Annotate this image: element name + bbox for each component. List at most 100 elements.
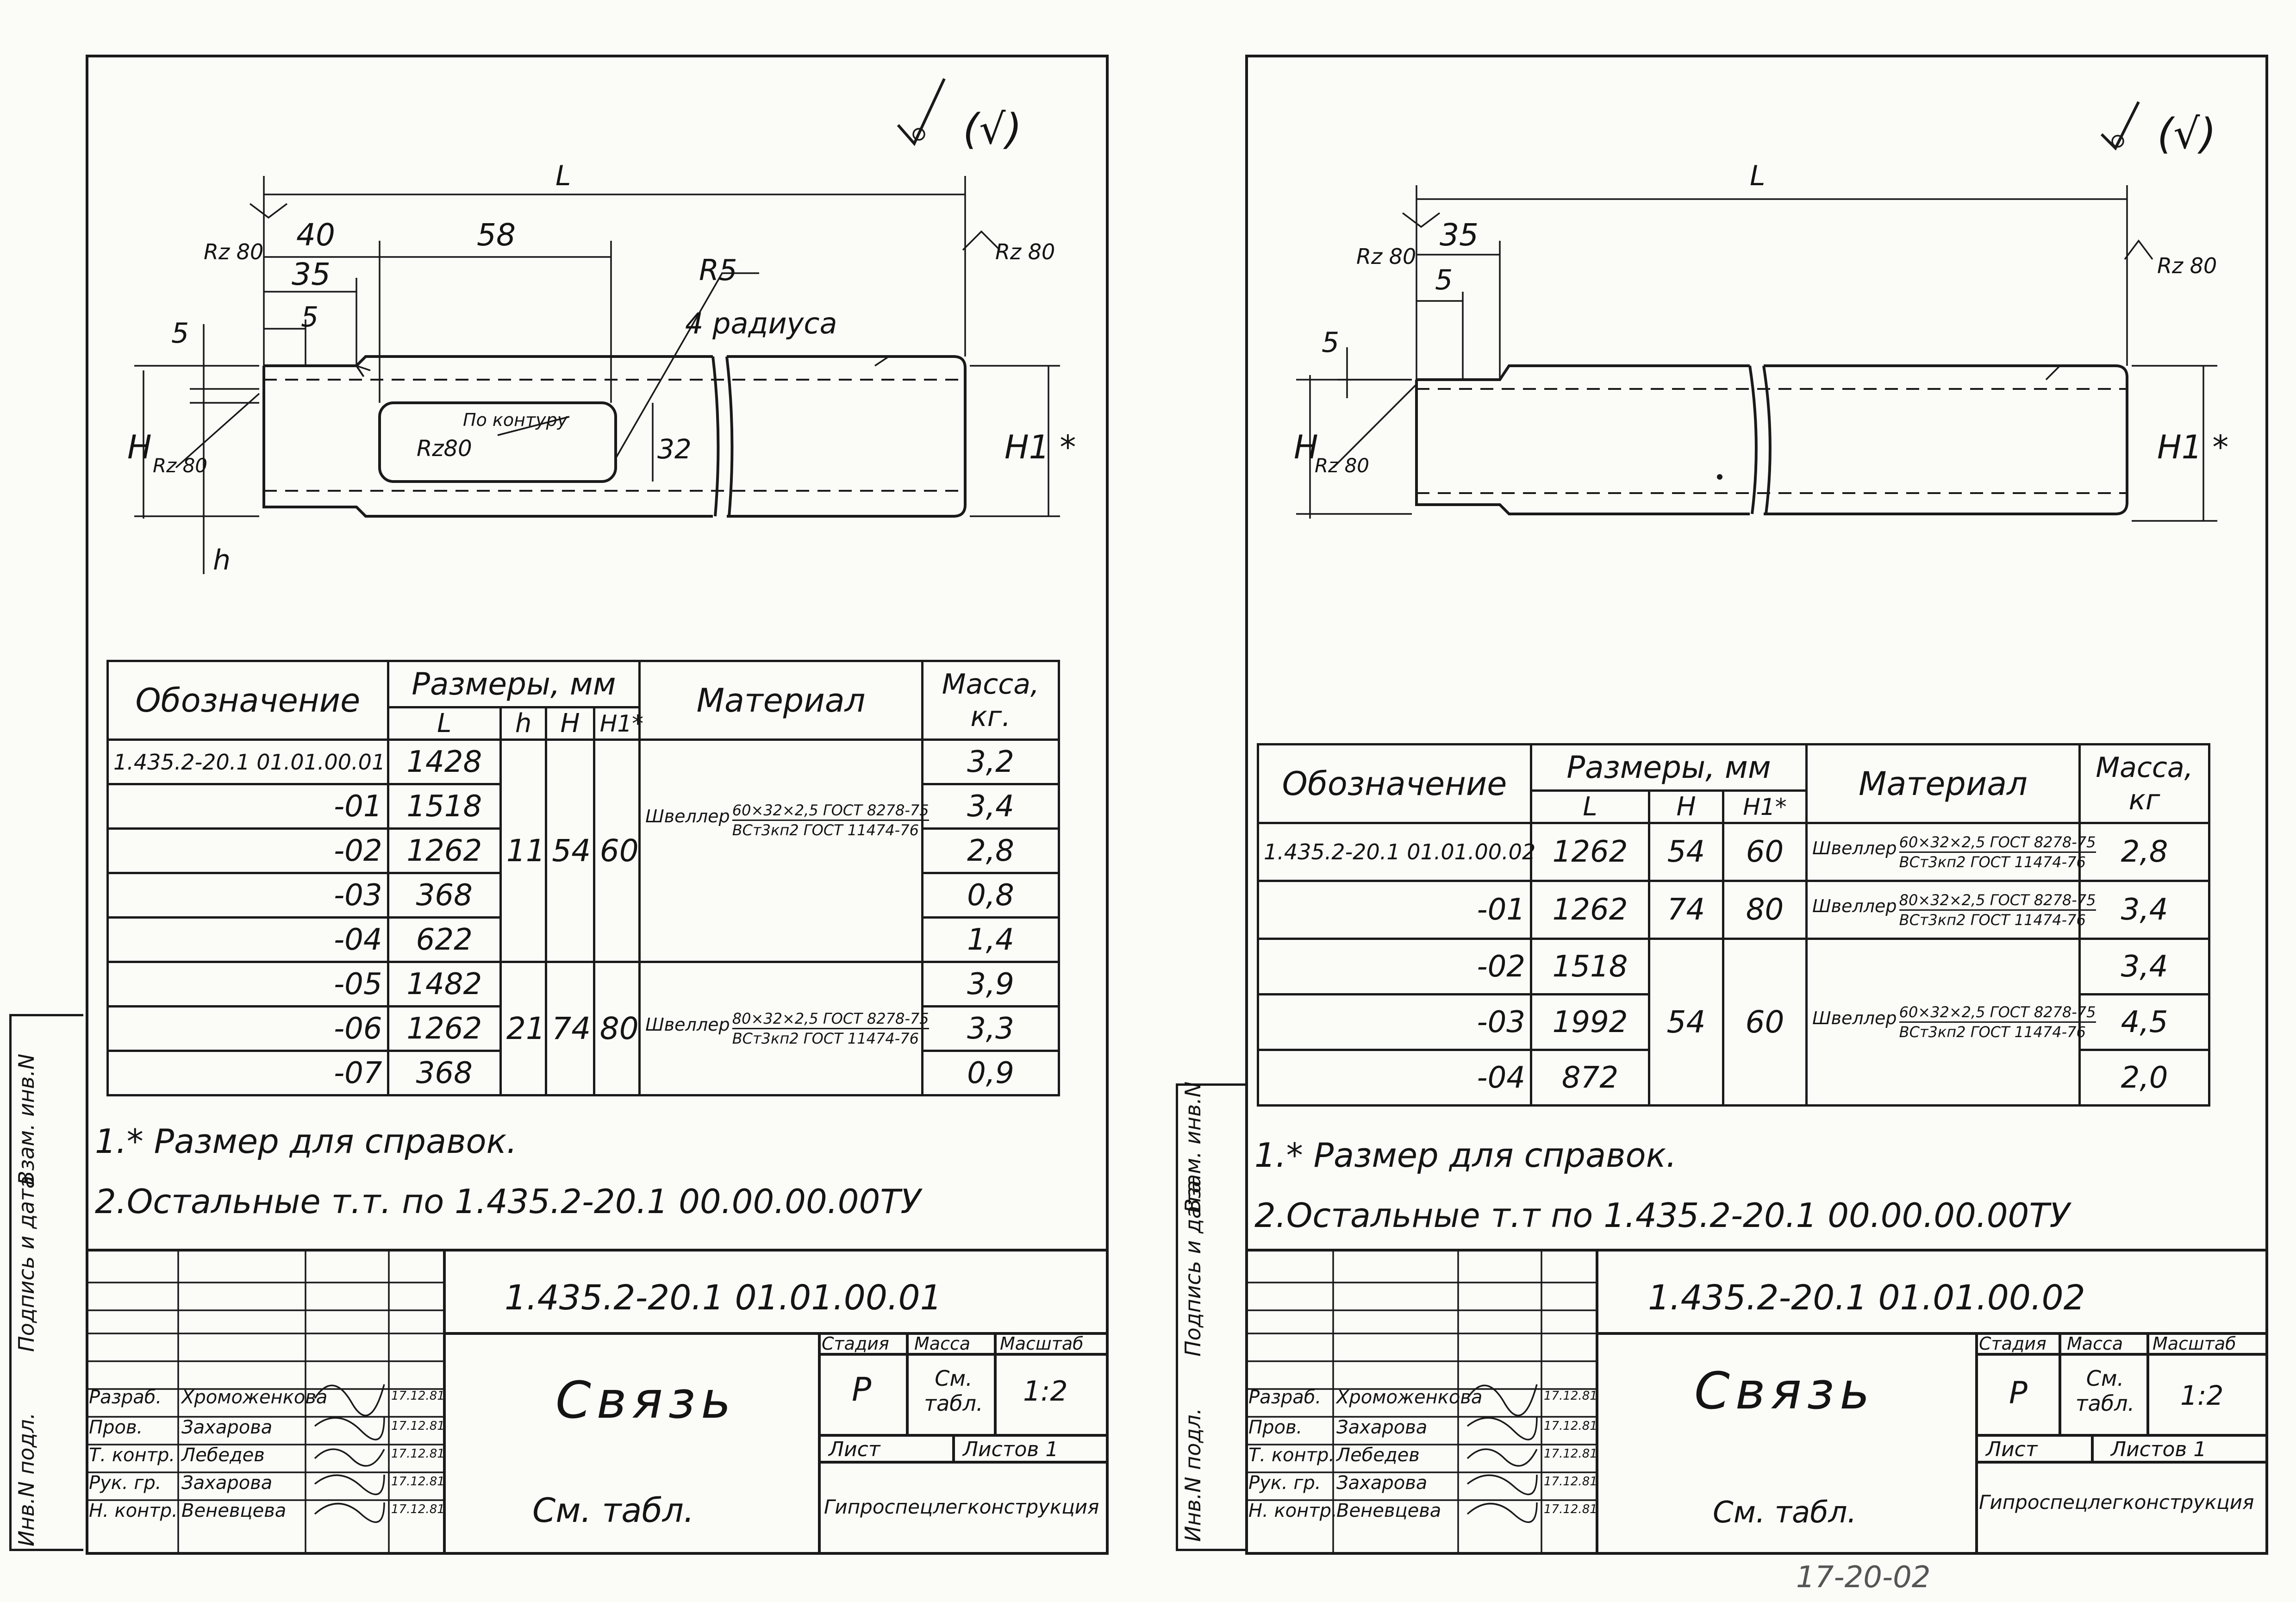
dim-5-horizontal: 5	[301, 301, 318, 333]
dim-H: H	[1294, 428, 1318, 466]
sheet-frame	[1245, 55, 2268, 1555]
side-strip	[9, 1014, 83, 1551]
row-mass: 3,3	[921, 1005, 1061, 1052]
group-material: Швеллер 80×32×2,5 ГОСТ 8278-75 ВСт3кп2 Г…	[638, 961, 929, 1096]
material-spec: 80×32×2,5 ГОСТ 8278-75 ВСт3кп2 ГОСТ 1147…	[1899, 891, 2096, 929]
dim-L: L	[555, 160, 571, 192]
dim-35: 35	[1440, 217, 1479, 253]
col-designation: Обозначение	[1257, 743, 1532, 824]
material-steel: ВСт3кп2 ГОСТ 11474-76	[1899, 853, 2086, 871]
col-h: h	[499, 706, 548, 741]
group-material: Швеллер 60×32×2,5 ГОСТ 8278-75 ВСт3кп2 Г…	[1805, 938, 2096, 1107]
row-L: 1262	[387, 1005, 502, 1052]
material-profile: 60×32×2,5 ГОСТ 8278-75	[1899, 1003, 2096, 1023]
row-L: 1262	[1530, 822, 1650, 882]
group-H1: 60	[593, 738, 641, 963]
person-name: Веневцева	[1336, 1500, 1441, 1521]
table-row: -04 872 2,0	[1257, 1049, 2211, 1107]
part-drawing: (√) L 40 58 35 5 5 H h H1 *	[127, 78, 1076, 576]
radii-note: 4 радиуса	[685, 307, 837, 340]
group-H: 54	[1648, 938, 1724, 1107]
part-name: Связь	[555, 1370, 737, 1430]
person-date: 17.12.81	[1544, 1475, 1597, 1489]
stage-value: Р	[2009, 1375, 2028, 1411]
col-H1: H1*	[593, 706, 643, 741]
roughness-slot: Rz80	[417, 436, 472, 462]
material-steel: ВСт3кп2 ГОСТ 11474-76	[732, 1030, 919, 1047]
row-L: 1992	[1530, 993, 1650, 1051]
note-1: 1.* Размер для справок.	[95, 1122, 517, 1161]
notes: 1.* Размер для справок. 2.Остальные т.т …	[1254, 1130, 2070, 1241]
table-row: -03 368 0,8	[106, 872, 1061, 919]
roughness-top: Rz 80	[1356, 244, 1416, 269]
row-L: 1482	[387, 961, 502, 1008]
table-row: -03 1992 4,5	[1257, 993, 2211, 1051]
row-H: 54	[1648, 822, 1724, 882]
person-name: Лебедев	[181, 1445, 265, 1466]
dim-40: 40	[296, 217, 335, 253]
row-designation: -05	[106, 961, 389, 1008]
row-L: 368	[387, 872, 502, 919]
spec-table: Обозначение Размеры, мм Материал Масса, …	[1257, 743, 2211, 1107]
person-date: 17.12.81	[391, 1475, 445, 1489]
table-row: 1.435.2-20.1 01.01.00.02 1262 54 60 Швел…	[1257, 822, 2211, 882]
material-name: Швеллер	[645, 806, 730, 826]
scale-header: Масштаб	[1000, 1333, 1084, 1354]
table-row: -05 1482 21 74 80 Швеллер 80×32×2,5 ГОСТ…	[106, 961, 1061, 1096]
row-designation: -03	[106, 872, 389, 919]
person-date: 17.12.81	[391, 1502, 445, 1516]
person-role: Т. контр.	[89, 1445, 175, 1466]
person-date: 17.12.81	[1544, 1419, 1597, 1433]
footer-code: 17-20-02	[1796, 1560, 1931, 1595]
part-name: Связь	[1694, 1361, 1876, 1421]
scale-value: 1:2	[1023, 1375, 1068, 1408]
col-designation: Обозначение	[106, 660, 389, 741]
row-designation: -04	[1257, 1049, 1532, 1107]
row-material: Швеллер 80×32×2,5 ГОСТ 8278-75 ВСт3кп2 Г…	[1805, 880, 2096, 940]
table-row: -02 1518 54 60 Швеллер 60×32×2,5 ГОСТ 82…	[1257, 938, 2211, 1107]
table-row: -06 1262 3,3	[106, 1005, 1061, 1052]
person-role: Разраб.	[89, 1387, 162, 1408]
dim-5-vertical: 5	[1322, 326, 1339, 359]
dim-5-vertical: 5	[171, 317, 189, 350]
row-mass: 1,4	[921, 916, 1061, 963]
row-L: 1428	[387, 738, 502, 785]
organization: Гипроспецлегконструкция	[824, 1496, 1099, 1518]
table-row: -02 1262 2,8	[106, 827, 1061, 874]
person-name: Веневцева	[181, 1500, 287, 1521]
scale-value: 1:2	[2180, 1380, 2224, 1411]
col-H: H	[545, 706, 595, 741]
person-date: 17.12.81	[1544, 1502, 1597, 1516]
material-name: Швеллер	[1812, 895, 1897, 916]
row-designation: 1.435.2-20.1 01.01.00.01	[106, 738, 389, 785]
table-row: -07 368 0,9	[106, 1050, 1061, 1096]
material-name: Швеллер	[1812, 838, 1897, 858]
person-role: Н. контр.	[89, 1500, 178, 1521]
col-L: L	[387, 706, 502, 741]
table-row: -01 1518 3,4	[106, 783, 1061, 830]
note-1: 1.* Размер для справок.	[1254, 1136, 1677, 1175]
row-mass: 3,9	[921, 961, 1061, 1008]
stage-header: Стадия	[1979, 1333, 2046, 1354]
sheet-frame	[86, 55, 1109, 1555]
col-dimensions: Размеры, мм	[1529, 743, 1808, 792]
part-material: См. табл.	[532, 1491, 694, 1530]
material-spec: 60×32×2,5 ГОСТ 8278-75 ВСт3кп2 ГОСТ 1147…	[1899, 833, 2096, 871]
mass-value: См. табл.	[2075, 1366, 2135, 1416]
row-L: 872	[1530, 1049, 1650, 1107]
person-role: Рук. гр.	[89, 1472, 162, 1494]
material-name: Швеллер	[1812, 1008, 1897, 1028]
row-L: 1518	[1530, 938, 1650, 995]
roughness-left: Rz 80	[1315, 454, 1369, 477]
row-L: 368	[387, 1050, 502, 1096]
sheets-count: Листов 1	[963, 1438, 1059, 1461]
col-mass: Масса, кг.	[921, 660, 1061, 741]
roughness-right: Rz 80	[995, 239, 1055, 264]
group-material: Швеллер 60×32×2,5 ГОСТ 8278-75 ВСт3кп2 Г…	[638, 738, 929, 963]
title-block-lines	[86, 1249, 1109, 1555]
table-row: 1.435.2-20.1 01.01.00.01 1428 11 54 60 Ш…	[106, 738, 1061, 963]
row-mass: 0,9	[921, 1050, 1061, 1096]
person-date: 17.12.81	[391, 1419, 445, 1433]
person-name: Хроможенкова	[1336, 1387, 1483, 1408]
material-spec: 60×32×2,5 ГОСТ 8278-75 ВСт3кп2 ГОСТ 1147…	[732, 801, 929, 839]
